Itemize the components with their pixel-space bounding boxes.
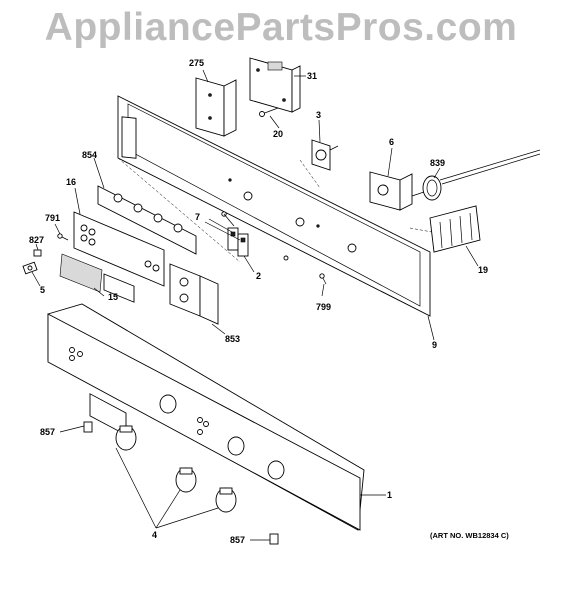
callout-9: 9 <box>432 340 438 350</box>
part-7-switches <box>221 211 249 257</box>
art-number: (ART NO. WB12834 C) <box>430 531 509 540</box>
part-4-knobs <box>115 425 237 513</box>
callout-2: 2 <box>256 271 262 281</box>
callout-15: 15 <box>108 292 119 302</box>
callout-275: 275 <box>189 58 205 68</box>
callout-799: 799 <box>316 302 332 312</box>
part-19-relay-board <box>409 205 481 253</box>
callout-4: 4 <box>152 530 158 540</box>
callout-31: 31 <box>307 71 318 81</box>
callout-16: 16 <box>66 177 77 187</box>
part-799-screw <box>283 255 327 285</box>
part-827-clip <box>33 249 42 257</box>
callout-791: 791 <box>45 213 61 223</box>
leader-lines <box>31 69 479 541</box>
callout-839: 839 <box>430 158 446 168</box>
callout-3: 3 <box>316 110 322 120</box>
part-31-board <box>249 57 301 113</box>
part-20-screw <box>259 107 279 117</box>
part-9-back-panel <box>117 95 431 317</box>
watermark-text: AppliancePartsPros.com <box>44 6 518 49</box>
callout-857-upper: 857 <box>40 427 56 437</box>
part-3-switch <box>311 139 339 171</box>
part-16-control-board <box>73 211 165 303</box>
callout-6: 6 <box>389 137 395 147</box>
callout-854: 854 <box>82 150 98 160</box>
part-839-probe <box>411 149 541 201</box>
callout-20: 20 <box>273 129 284 139</box>
callout-853: 853 <box>225 334 241 344</box>
part-853-bracket <box>169 263 219 325</box>
part-857-feet <box>83 421 279 545</box>
callout-7: 7 <box>195 212 201 222</box>
part-275-bracket <box>195 77 237 137</box>
part-15-overlay <box>59 253 103 293</box>
callout-857-lower: 857 <box>230 535 246 545</box>
callout-827: 827 <box>29 235 45 245</box>
callout-19: 19 <box>478 265 489 275</box>
part-6-thermostat <box>369 171 413 211</box>
part-5-retainer <box>22 261 38 275</box>
callout-1: 1 <box>387 490 393 500</box>
part-854-bracket <box>97 185 197 255</box>
part-1-front-panel <box>47 303 365 531</box>
callout-5: 5 <box>40 285 46 295</box>
part-791-screw <box>57 233 69 241</box>
